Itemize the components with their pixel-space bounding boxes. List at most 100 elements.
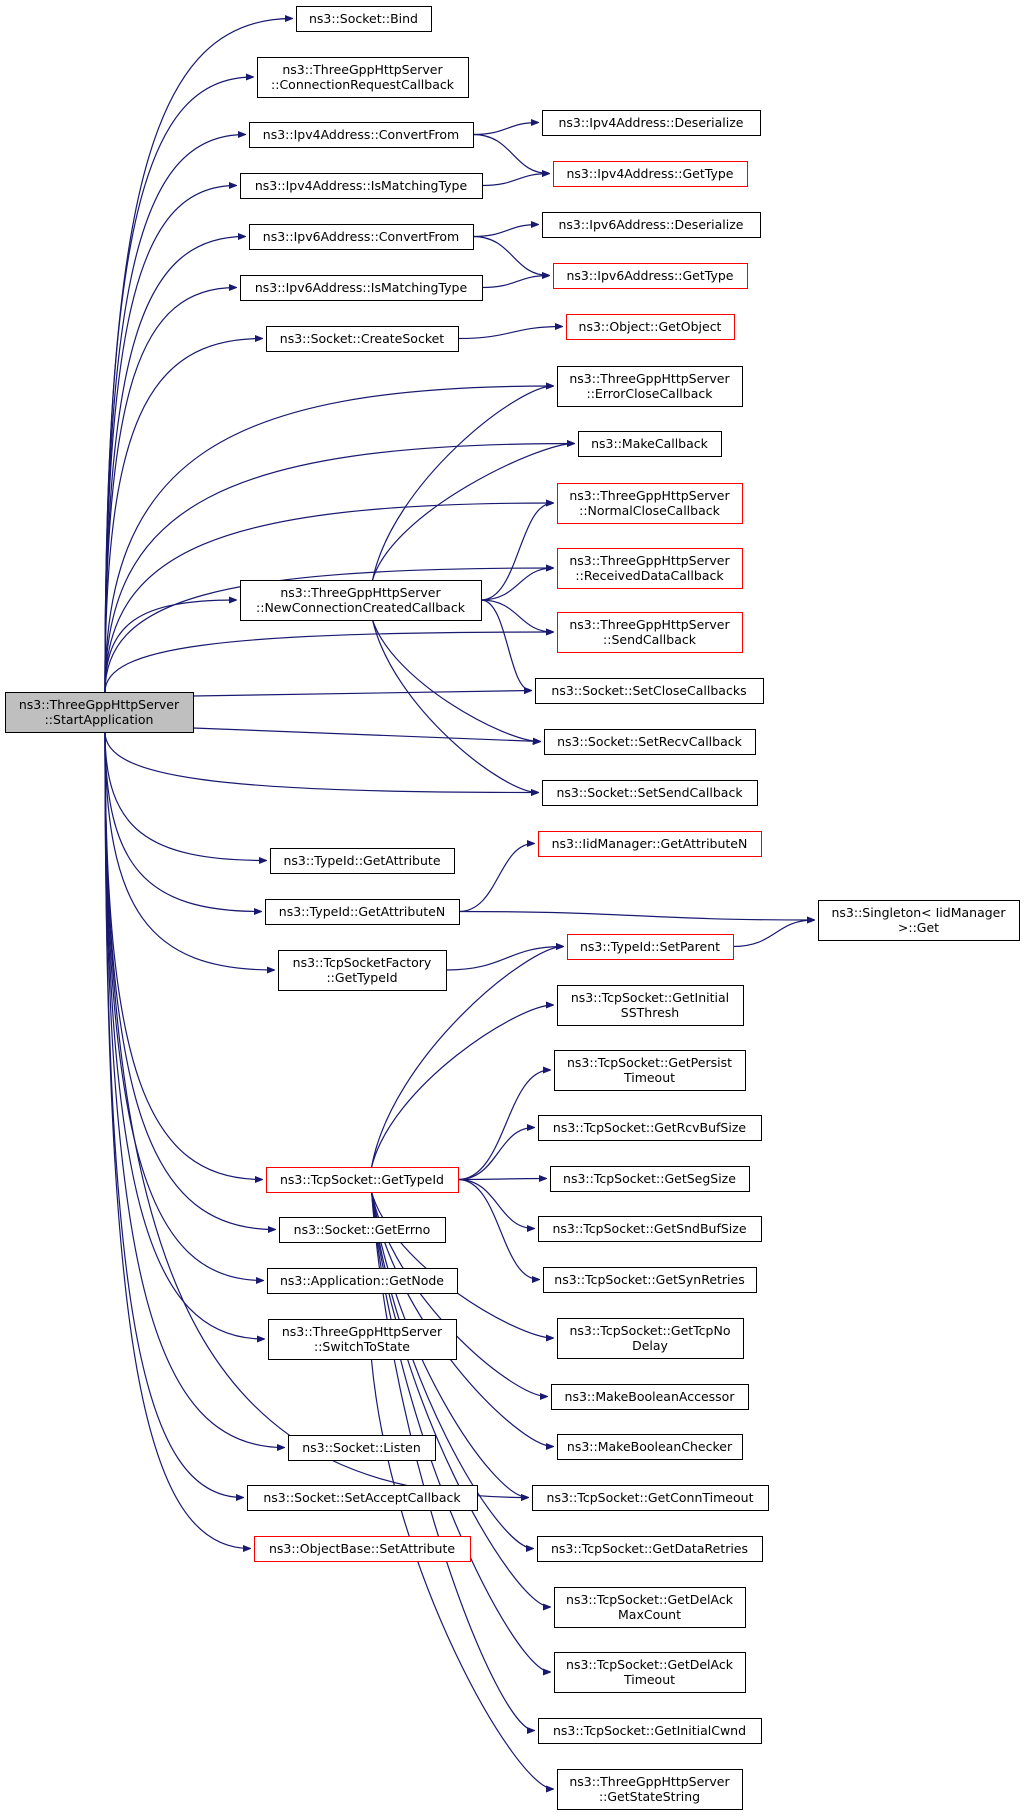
edge-root-to-tcpfactory-typeid: [104, 731, 274, 970]
node-object-getobject[interactable]: ns3::Object::GetObject: [566, 314, 735, 340]
node-label: ns3::ThreeGppHttpServer: [280, 585, 441, 600]
node-box: [240, 275, 483, 301]
node-set-send-cb[interactable]: ns3::Socket::SetSendCallback: [542, 780, 758, 806]
edge-ipv4-convert-to-ipv4-deser: [472, 123, 538, 136]
edge-tcpsocket-typeid-to-tcp-segsize: [457, 1179, 546, 1180]
node-tcp-conntimeout[interactable]: ns3::TcpSocket::GetConnTimeout: [532, 1485, 769, 1511]
edge-tcpsocket-typeid-to-tcp-synretries: [457, 1178, 539, 1280]
node-label: Timeout: [623, 1672, 675, 1687]
edge-ipv6-match-to-ipv6-gettype: [481, 276, 549, 289]
node-label: ns3::TcpSocket::GetDelAck: [566, 1657, 734, 1672]
node-tcp-synretries[interactable]: ns3::TcpSocket::GetSynRetries: [543, 1267, 757, 1293]
node-box: [557, 483, 743, 524]
node-box: [257, 57, 469, 98]
node-tcpfactory-typeid[interactable]: ns3::TcpSocketFactory::GetTypeId: [278, 950, 447, 991]
node-box: [557, 985, 744, 1026]
node-box: [557, 1434, 743, 1460]
node-ipv6-gettype[interactable]: ns3::Ipv6Address::GetType: [553, 263, 748, 289]
node-label: ns3::MakeBooleanChecker: [567, 1439, 733, 1454]
node-label: ns3::TypeId::SetParent: [580, 939, 720, 954]
node-set-close-cbs[interactable]: ns3::Socket::SetCloseCallbacks: [535, 678, 764, 704]
node-ipv4-gettype[interactable]: ns3::Ipv4Address::GetType: [553, 161, 748, 187]
edge-root-to-typeid-getattrn: [104, 731, 261, 912]
node-box: [254, 1536, 471, 1562]
node-received-data-cb[interactable]: ns3::ThreeGppHttpServer::ReceivedDataCal…: [557, 548, 743, 589]
node-error-close-cb[interactable]: ns3::ThreeGppHttpServer::ErrorCloseCallb…: [557, 366, 743, 407]
node-make-bool-checker[interactable]: ns3::MakeBooleanChecker: [557, 1434, 743, 1460]
edge-tcpsocket-typeid-to-tcp-rcvbuf: [457, 1128, 534, 1181]
node-ipv6-deser[interactable]: ns3::Ipv6Address::Deserialize: [542, 212, 761, 238]
node-ipv4-match[interactable]: ns3::Ipv4Address::IsMatchingType: [240, 173, 483, 199]
node-switch-state[interactable]: ns3::ThreeGppHttpServer::SwitchToState: [268, 1319, 457, 1360]
edge-typeid-getattrn-to-iid-getattrn: [458, 844, 534, 913]
node-tcp-dataretries[interactable]: ns3::TcpSocket::GetDataRetries: [537, 1536, 763, 1562]
node-make-bool-accessor[interactable]: ns3::MakeBooleanAccessor: [551, 1384, 749, 1410]
node-label: ::ErrorCloseCallback: [587, 386, 714, 401]
node-box: [266, 326, 459, 352]
node-label: ns3::IidManager::GetAttributeN: [552, 836, 748, 851]
node-socket-bind[interactable]: ns3::Socket::Bind: [296, 6, 432, 32]
edge-ipv6-convert-to-ipv6-gettype: [472, 235, 549, 276]
node-tcp-initcwnd[interactable]: ns3::TcpSocket::GetInitialCwnd: [538, 1718, 762, 1744]
node-app-getnode[interactable]: ns3::Application::GetNode: [267, 1268, 458, 1294]
node-label: ns3::TcpSocket::GetSndBufSize: [552, 1221, 746, 1236]
node-tcpsocket-typeid[interactable]: ns3::TcpSocket::GetTypeId: [266, 1167, 459, 1193]
node-conn-req-cb[interactable]: ns3::ThreeGppHttpServer::ConnectionReque…: [257, 57, 469, 98]
node-get-state-string[interactable]: ns3::ThreeGppHttpServer::GetStateString: [557, 1769, 743, 1810]
node-objbase-setattr[interactable]: ns3::ObjectBase::SetAttribute: [254, 1536, 471, 1562]
edge-root-to-send-cb: [104, 632, 553, 693]
node-set-accept-cb[interactable]: ns3::Socket::SetAcceptCallback: [247, 1485, 478, 1511]
edge-root-to-create-socket: [104, 339, 262, 693]
node-label: ns3::TcpSocket::GetPersist: [567, 1055, 732, 1070]
node-typeid-setparent[interactable]: ns3::TypeId::SetParent: [567, 934, 734, 960]
node-iid-getattrn[interactable]: ns3::IidManager::GetAttributeN: [538, 831, 762, 857]
edge-new-conn-cb-to-send-cb: [480, 599, 553, 632]
node-box: [538, 1718, 762, 1744]
node-typeid-getattr[interactable]: ns3::TypeId::GetAttribute: [270, 848, 455, 874]
node-label: ns3::Object::GetObject: [579, 319, 722, 334]
edge-root-to-socket-errno: [104, 731, 275, 1230]
node-ipv4-convert[interactable]: ns3::Ipv4Address::ConvertFrom: [249, 122, 474, 148]
node-label: MaxCount: [618, 1607, 681, 1622]
node-tcp-sndbuf[interactable]: ns3::TcpSocket::GetSndBufSize: [538, 1216, 762, 1242]
node-socket-listen[interactable]: ns3::Socket::Listen: [288, 1435, 436, 1461]
node-box: [550, 1166, 750, 1192]
edge-tcpsocket-typeid-to-tcp-nodelay: [371, 1191, 553, 1338]
edge-tcpsocket-typeid-to-tcp-initcwnd: [371, 1191, 534, 1731]
node-set-recv-cb[interactable]: ns3::Socket::SetRecvCallback: [544, 729, 756, 755]
node-new-conn-cb[interactable]: ns3::ThreeGppHttpServer::NewConnectionCr…: [240, 580, 482, 621]
node-box: [279, 1217, 446, 1243]
node-tcp-segsize[interactable]: ns3::TcpSocket::GetSegSize: [550, 1166, 750, 1192]
node-ipv4-deser[interactable]: ns3::Ipv4Address::Deserialize: [542, 110, 761, 136]
node-box: [247, 1485, 478, 1511]
node-ipv6-match[interactable]: ns3::Ipv6Address::IsMatchingType: [240, 275, 483, 301]
node-tcp-rcvbuf[interactable]: ns3::TcpSocket::GetRcvBufSize: [538, 1115, 762, 1141]
node-singleton-get[interactable]: ns3::Singleton< IidManager>::Get: [818, 900, 1020, 941]
node-normal-close-cb[interactable]: ns3::ThreeGppHttpServer::NormalCloseCall…: [557, 483, 743, 524]
edge-tcpsocket-typeid-to-tcp-conntimeout: [371, 1191, 528, 1498]
edge-root-to-ipv4-convert: [104, 135, 245, 693]
node-make-callback[interactable]: ns3::MakeCallback: [578, 431, 722, 457]
node-label: ns3::Ipv6Address::IsMatchingType: [255, 280, 468, 295]
node-label: ::NewConnectionCreatedCallback: [256, 600, 466, 615]
node-typeid-getattrn[interactable]: ns3::TypeId::GetAttributeN: [265, 899, 460, 925]
node-box: [296, 6, 432, 32]
node-box: [567, 934, 734, 960]
node-box: [240, 580, 482, 621]
node-root[interactable]: ns3::ThreeGppHttpServer::StartApplicatio…: [5, 692, 194, 733]
edge-typeid-getattrn-to-singleton-get: [458, 910, 814, 921]
edge-tcpsocket-typeid-to-tcp-initssthresh: [371, 1005, 553, 1168]
node-socket-errno[interactable]: ns3::Socket::GetErrno: [279, 1217, 446, 1243]
edge-ipv4-convert-to-ipv4-gettype: [472, 133, 549, 174]
node-ipv6-convert[interactable]: ns3::Ipv6Address::ConvertFrom: [249, 224, 474, 250]
node-send-cb[interactable]: ns3::ThreeGppHttpServer::SendCallback: [557, 612, 743, 653]
edge-root-to-normal-close-cb: [104, 503, 553, 693]
node-create-socket[interactable]: ns3::Socket::CreateSocket: [266, 326, 459, 352]
node-label: ns3::Socket::GetErrno: [294, 1222, 431, 1237]
